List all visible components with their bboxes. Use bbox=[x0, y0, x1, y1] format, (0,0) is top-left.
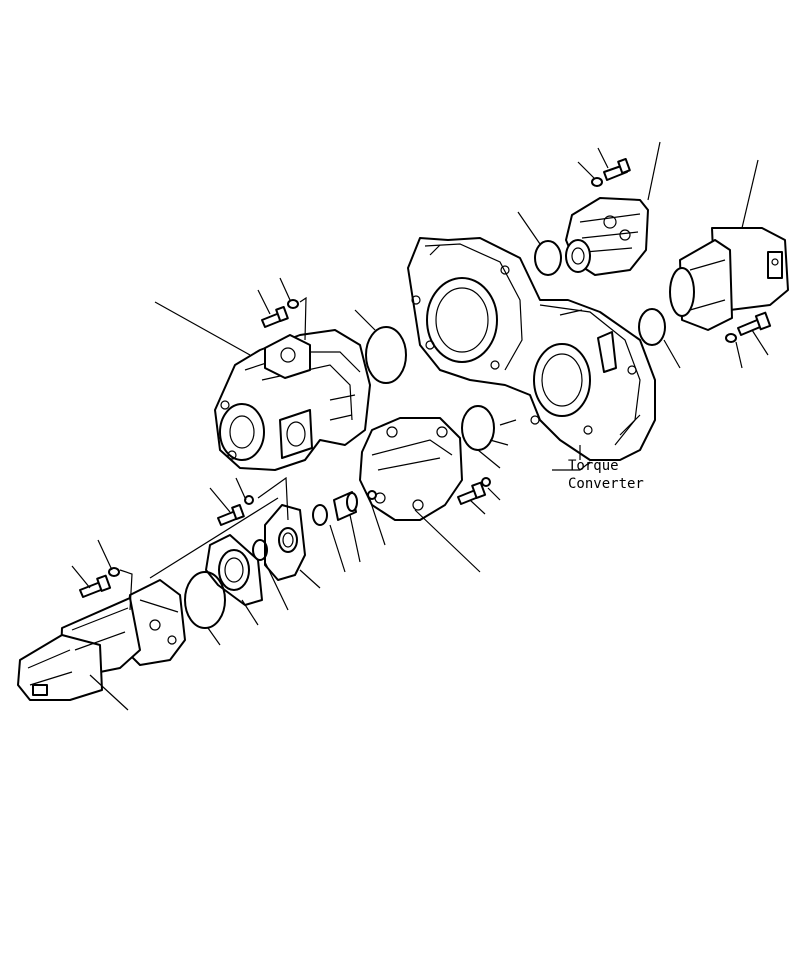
o-ring-cylindrical-pump bbox=[638, 308, 666, 346]
torque-converter-label-line1: Torque bbox=[568, 458, 619, 474]
washer-main-pump bbox=[287, 299, 299, 309]
washer-upper-right bbox=[591, 177, 603, 187]
o-ring-small-center bbox=[312, 504, 328, 526]
large-o-ring-center bbox=[365, 326, 407, 384]
torque-converter-label-line2: Converter bbox=[568, 476, 644, 492]
bolt-lower-left bbox=[79, 574, 112, 598]
pump-body-center bbox=[359, 417, 463, 521]
large-gasket-lower-left bbox=[184, 571, 226, 629]
plug-center bbox=[333, 491, 358, 521]
bolt-main-pump bbox=[261, 305, 289, 328]
o-ring-housing-lower bbox=[461, 405, 495, 451]
cylindrical-pump bbox=[669, 227, 789, 331]
adapter-flange bbox=[205, 534, 263, 606]
bolt-pump-body bbox=[457, 481, 487, 505]
lower-left-pump bbox=[17, 579, 186, 701]
transmission-housing bbox=[407, 237, 656, 471]
cover-plate bbox=[264, 504, 306, 581]
washer-pump-body bbox=[481, 477, 491, 487]
bolt-upper-right-1 bbox=[603, 157, 631, 181]
bolt-plate-left bbox=[217, 503, 245, 526]
washer-right-pump bbox=[725, 333, 737, 343]
washer-plate-left bbox=[244, 495, 254, 505]
small-gear-pump bbox=[565, 197, 649, 276]
main-piston-pump bbox=[214, 329, 371, 471]
small-ball-center bbox=[367, 490, 377, 500]
o-ring-small-pump bbox=[534, 240, 562, 276]
o-ring-cover-plate bbox=[252, 539, 268, 561]
bolt-right-pump bbox=[737, 311, 772, 336]
leader-lines bbox=[71, 141, 769, 711]
washer-lower-left bbox=[108, 567, 120, 577]
